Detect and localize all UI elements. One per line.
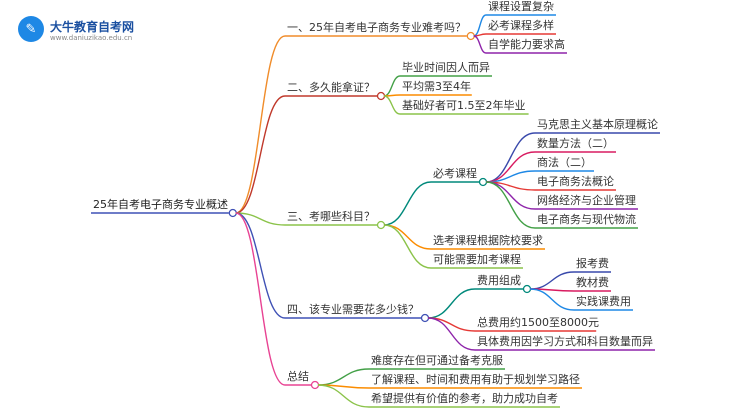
branch-2-child-0-leaf-0-connector bbox=[485, 132, 536, 183]
branch-2-child-0-leaf-5-connector bbox=[485, 181, 536, 229]
branch-0-child-0-connector bbox=[473, 14, 487, 37]
branch-4-node[interactable]: 总结 bbox=[287, 370, 309, 383]
branch-2-child-0-leaf-5-node[interactable]: 电子商务与现代物流 bbox=[537, 213, 636, 226]
branch-3-child-0-leaf-0-connector bbox=[529, 271, 575, 290]
branch-0-child-2-node[interactable]: 自学能力要求高 bbox=[488, 38, 565, 51]
branch-2-child-0-leaf-4-node[interactable]: 网络经济与企业管理 bbox=[537, 194, 636, 207]
branch-1-connector bbox=[235, 95, 286, 214]
branch-2-child-0-leaf-2-node[interactable]: 商法（二） bbox=[537, 156, 592, 169]
branch-4-dot bbox=[310, 380, 320, 390]
book-icon: ✎ bbox=[18, 16, 44, 42]
branch-0-child-2-connector bbox=[473, 35, 487, 54]
branch-3-child-0-node[interactable]: 费用组成 bbox=[477, 274, 521, 287]
branch-3-dot bbox=[420, 313, 430, 323]
branch-1-child-2-connector bbox=[383, 95, 401, 115]
branch-2-child-0-leaf-0-node[interactable]: 马克思主义基本原理概论 bbox=[537, 118, 658, 131]
branch-3-child-0-leaf-0-node[interactable]: 报考费 bbox=[576, 257, 609, 270]
logo-site-name: 大牛教育自考网 bbox=[50, 20, 135, 34]
branch-4-connector bbox=[235, 212, 286, 386]
branch-2-node[interactable]: 三、考哪些科目？ bbox=[287, 210, 375, 223]
branch-2-child-0-leaf-1-node[interactable]: 数量方法（二） bbox=[537, 137, 614, 150]
branch-1-dot bbox=[376, 91, 386, 101]
branch-3-child-1-node[interactable]: 总费用约1500至8000元 bbox=[477, 316, 599, 329]
branch-2-child-0-leaf-3-node[interactable]: 电子商务法概论 bbox=[537, 175, 614, 188]
site-logo[interactable]: ✎ 大牛教育自考网 www.daniuzikao.edu.cn bbox=[18, 14, 134, 48]
branch-1-child-0-connector bbox=[383, 75, 401, 97]
branch-4-child-0-node[interactable]: 难度存在但可通过备考克服 bbox=[371, 354, 503, 367]
branch-1-child-0-node[interactable]: 毕业时间因人而异 bbox=[402, 61, 490, 74]
logo-site-url: www.daniuzikao.edu.cn bbox=[50, 34, 133, 42]
branch-3-child-2-node[interactable]: 具体费用因学习方式和科目数量而异 bbox=[477, 335, 653, 348]
branch-0-child-1-node[interactable]: 必考课程多样 bbox=[488, 19, 554, 32]
branch-2-child-2-node[interactable]: 可能需要加考课程 bbox=[433, 253, 521, 266]
branch-3-connector bbox=[235, 212, 286, 319]
branch-0-connector bbox=[235, 35, 286, 214]
branch-3-child-0-leaf-2-connector bbox=[529, 288, 575, 311]
branch-2-child-1-node[interactable]: 选考课程根据院校要求 bbox=[433, 234, 543, 247]
branch-2-child-0-dot bbox=[478, 177, 488, 187]
branch-1-child-2-node[interactable]: 基础好者可1.5至2年毕业 bbox=[402, 99, 526, 112]
branch-4-child-2-connector bbox=[317, 384, 370, 408]
branch-3-child-0-dot bbox=[522, 284, 532, 294]
branch-4-child-2-node[interactable]: 希望提供有价值的参考，助力成功自考 bbox=[371, 392, 558, 405]
branch-2-connector bbox=[235, 212, 286, 226]
branch-3-child-0-connector bbox=[427, 288, 476, 319]
branch-2-dot bbox=[376, 220, 386, 230]
branch-3-child-0-leaf-1-node[interactable]: 教材费 bbox=[576, 276, 609, 289]
branch-0-node[interactable]: 一、25年自考电子商务专业难考吗？ bbox=[287, 21, 466, 34]
branch-1-node[interactable]: 二、多久能拿证？ bbox=[287, 81, 375, 94]
branch-2-child-0-node[interactable]: 必考课程 bbox=[433, 167, 477, 180]
branch-0-dot bbox=[466, 31, 475, 41]
branch-3-child-0-leaf-2-node[interactable]: 实践课费用 bbox=[576, 295, 631, 308]
branch-0-child-0-node[interactable]: 课程设置复杂 bbox=[488, 0, 554, 13]
branch-4-child-1-node[interactable]: 了解课程、时间和费用有助于规划学习路径 bbox=[371, 373, 580, 386]
branch-2-child-2-connector bbox=[383, 224, 432, 269]
branch-3-node[interactable]: 四、该专业需要花多少钱？ bbox=[287, 303, 419, 316]
branch-4-child-0-connector bbox=[317, 368, 370, 386]
branch-2-child-0-connector bbox=[383, 181, 432, 226]
branch-3-child-1-connector bbox=[427, 317, 476, 332]
branch-3-child-2-connector bbox=[427, 317, 476, 351]
root-node[interactable]: 25年自考电子商务专业概述 bbox=[93, 198, 228, 211]
root-node-dot bbox=[228, 208, 237, 218]
branch-1-child-1-node[interactable]: 平均需3至4年 bbox=[402, 80, 471, 93]
